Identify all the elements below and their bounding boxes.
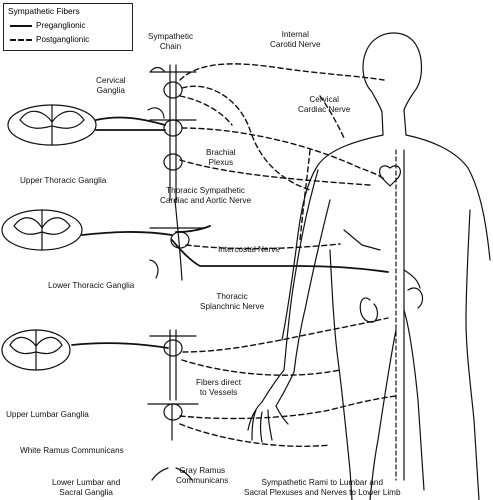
solid-line-icon xyxy=(10,24,32,27)
legend-item-postganglionic: Postganglionic xyxy=(10,35,89,45)
spinal-section-lower xyxy=(1,329,71,371)
label-upper-thoracic-ganglia: Upper Thoracic Ganglia xyxy=(20,176,107,185)
preganglionic-fibers xyxy=(71,116,389,349)
spinal-section-upper xyxy=(7,104,97,146)
label-white-ramus: White Ramus Communicans xyxy=(20,446,124,455)
postganglionic-fibers xyxy=(179,63,397,447)
spinal-section-middle xyxy=(1,209,83,251)
legend-title: Sympathetic Fibers xyxy=(8,6,80,16)
label-lower-thoracic-ganglia: Lower Thoracic Ganglia xyxy=(48,281,135,290)
sympathetic-chain xyxy=(147,64,206,481)
legend-item-preganglionic: Preganglionic xyxy=(10,21,86,31)
label-upper-lumbar-ganglia: Upper Lumbar Ganglia xyxy=(6,410,89,419)
dashed-line-icon xyxy=(10,38,32,41)
legend: Sympathetic Fibers Preganglionic Postgan… xyxy=(3,3,133,51)
label-intercostal-nerve: Intercostal Nerve xyxy=(218,245,280,254)
